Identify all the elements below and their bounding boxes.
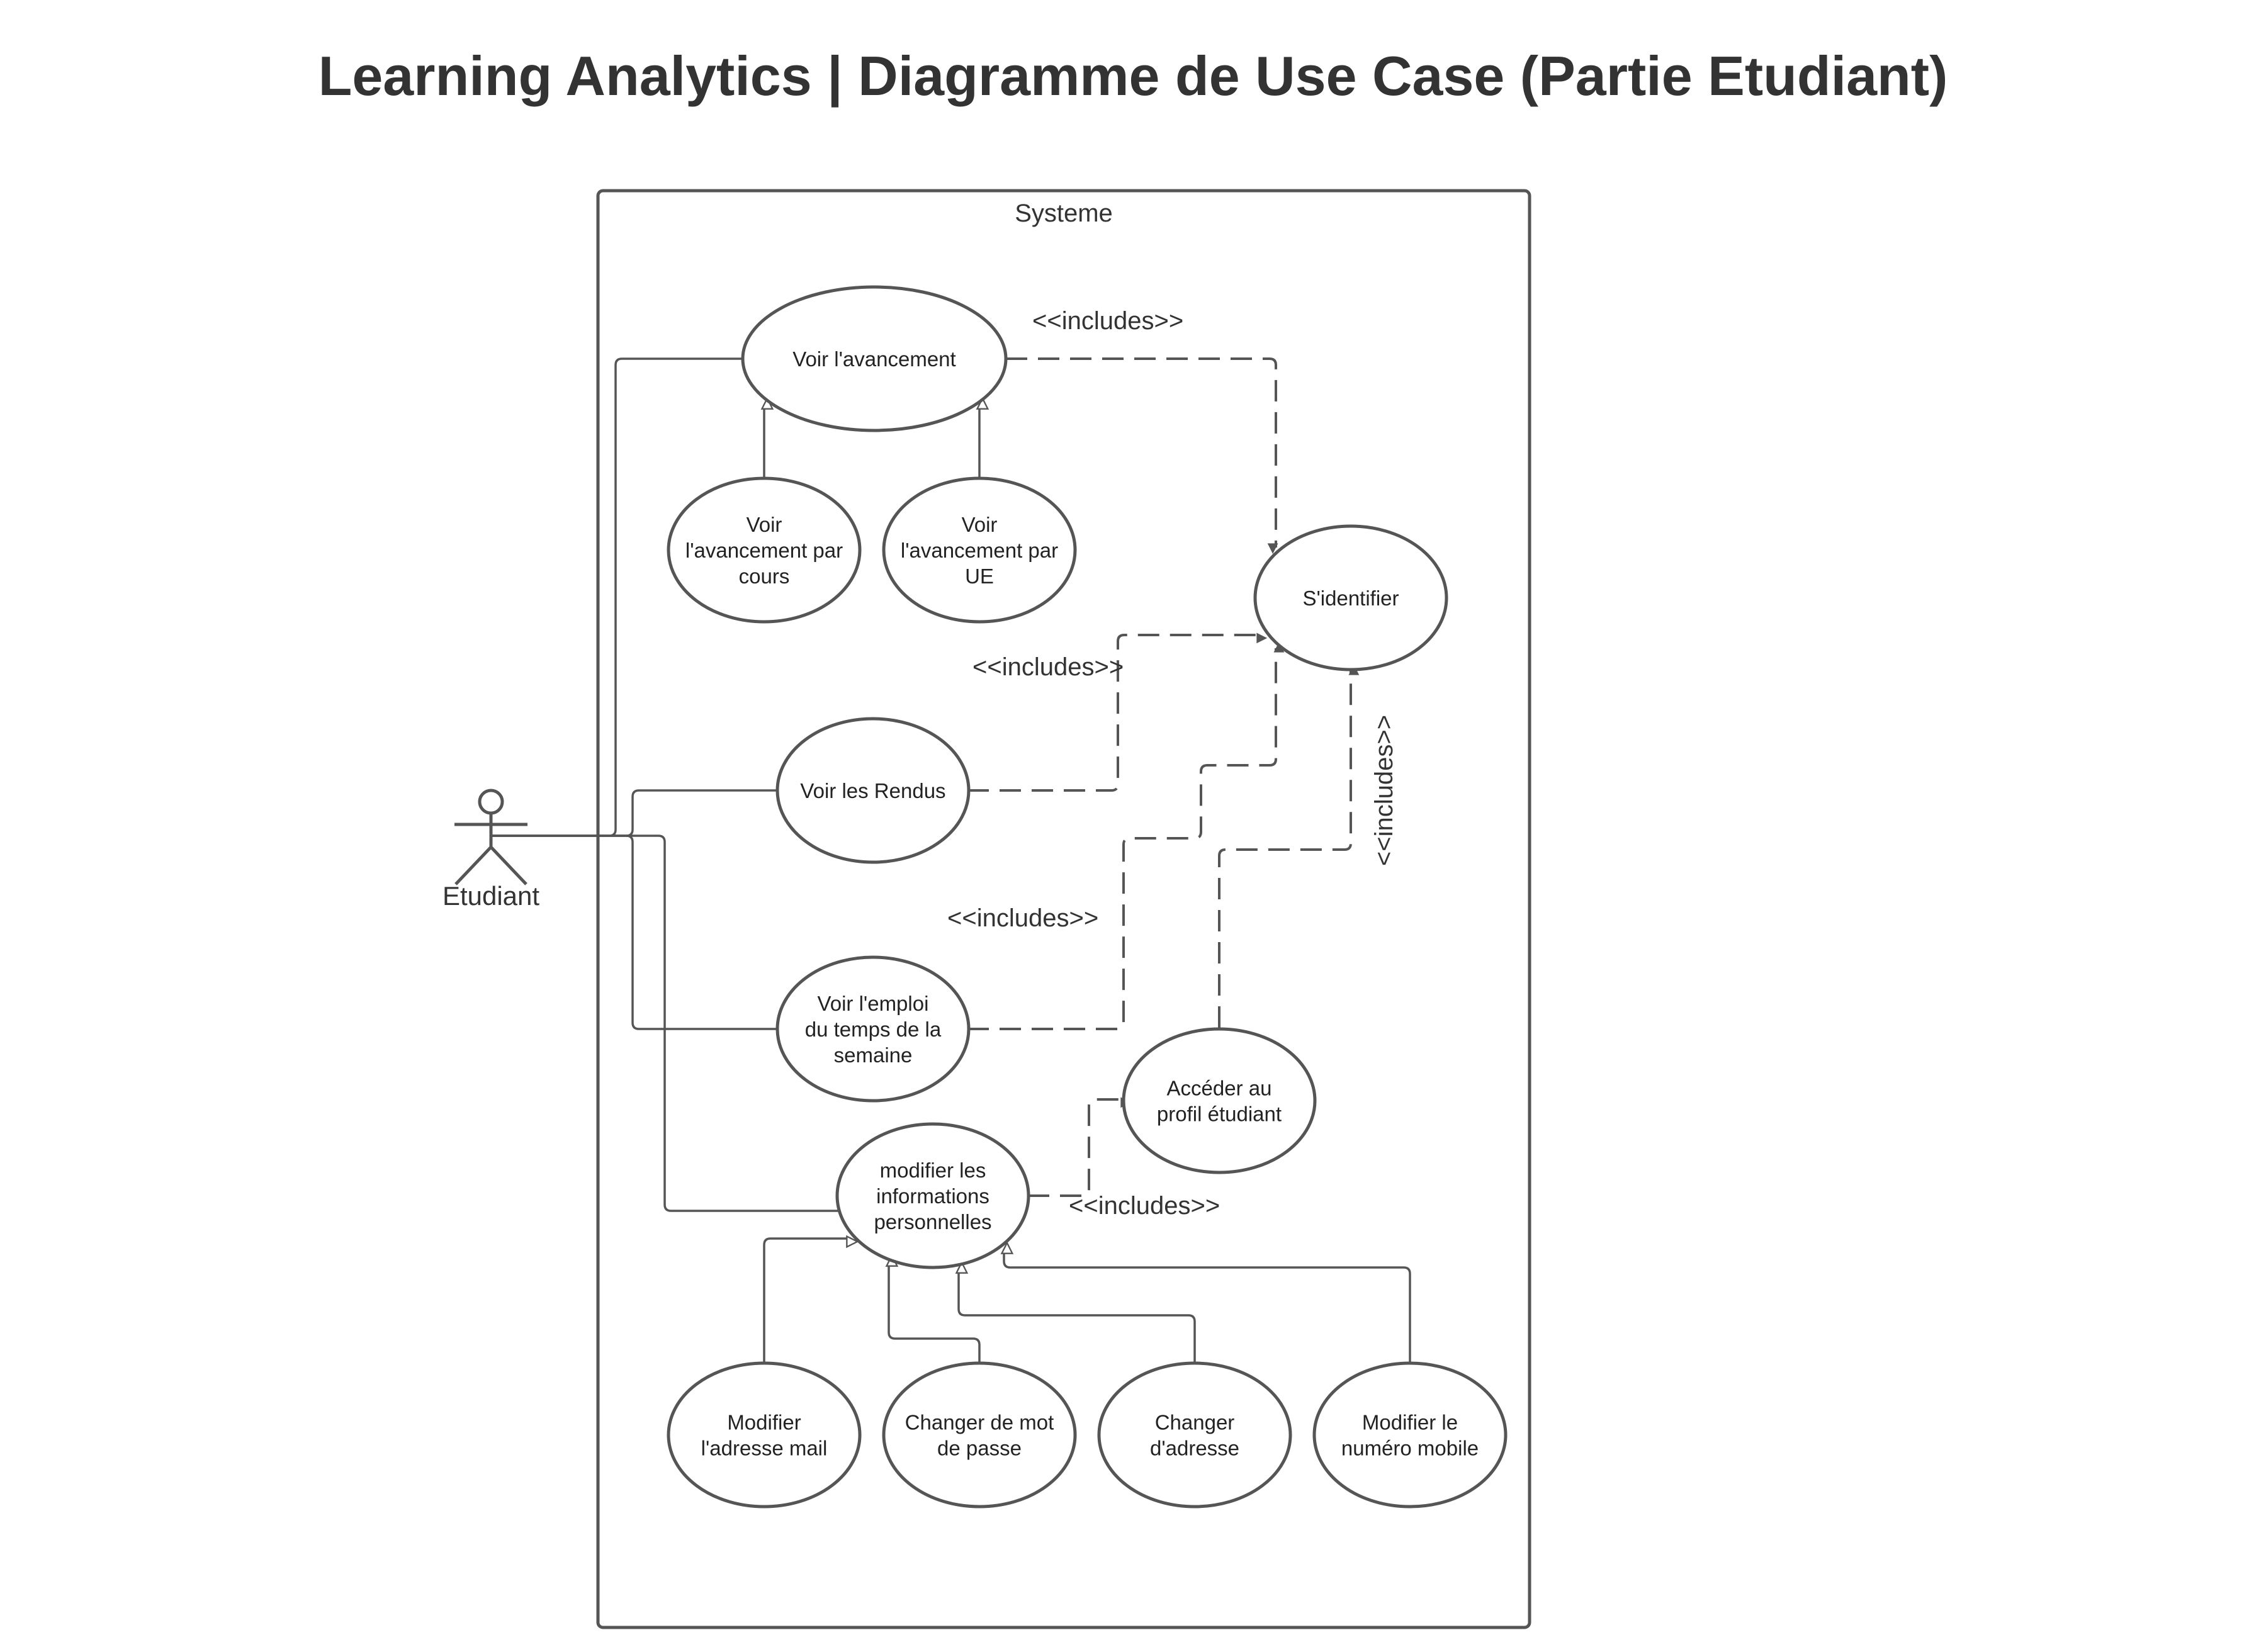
use-case-label-line: l'avancement par xyxy=(685,539,843,562)
use-case-label: Changer de mot de passe xyxy=(905,1411,1054,1460)
use-case-modifier-adresse-mail[interactable]: Modifier l'adresse mail xyxy=(667,1361,862,1509)
assoc-voir-emploi xyxy=(491,834,777,1030)
use-case-label-line: Changer xyxy=(1155,1411,1235,1434)
system-boundary xyxy=(596,189,1531,1629)
include-label-1: <<includes>> xyxy=(1032,307,1183,335)
include-voir-rendus-to-sidentifier xyxy=(967,632,1268,792)
use-case-label-line: Changer de mot xyxy=(905,1411,1054,1434)
use-case-label-line: Voir les Rendus xyxy=(800,779,945,802)
use-case-label-line: personnelles xyxy=(874,1210,991,1233)
use-case-label: S'identifier xyxy=(1302,587,1399,610)
use-case-label-line: semaine xyxy=(834,1043,913,1067)
include-label-5: <<includes>> xyxy=(1370,715,1398,866)
use-case-label-line: cours xyxy=(739,565,790,588)
use-case-label: Accéder au profil étudiant xyxy=(1157,1077,1282,1126)
include-relations xyxy=(967,357,1360,1197)
diagram-title: Learning Analytics | Diagramme de Use Ca… xyxy=(318,45,1948,107)
use-case-sidentifier[interactable]: S'identifier xyxy=(1253,524,1448,671)
use-case-label-line: informations xyxy=(876,1184,989,1208)
use-case-modifier-numero-mobile[interactable]: Modifier le numéro mobile xyxy=(1312,1361,1508,1509)
use-case-label: Voir l'avancement par cours xyxy=(685,513,843,588)
include-label-4: <<includes>> xyxy=(1069,1192,1220,1220)
use-case-voir-avancement[interactable]: Voir l'avancement xyxy=(741,285,1008,432)
assoc-modifier-infos xyxy=(491,834,838,1212)
assoc-voir-rendus xyxy=(491,789,777,837)
use-case-label-line: d'adresse xyxy=(1150,1437,1239,1460)
gen-adresse-to-modifier-infos xyxy=(955,1261,1196,1363)
actor-etudiant[interactable]: Etudiant xyxy=(442,789,539,911)
use-case-label-line: profil étudiant xyxy=(1157,1103,1282,1126)
include-voir-emploi-to-sidentifier xyxy=(967,641,1285,1030)
actor-head xyxy=(478,789,504,815)
use-case-label-line: Modifier xyxy=(727,1411,801,1434)
use-case-label-line: du temps de la xyxy=(805,1018,942,1041)
use-case-label-line: UE xyxy=(965,565,994,588)
use-case-label-line: Modifier le xyxy=(1362,1411,1458,1434)
use-case-label: Modifier le numéro mobile xyxy=(1341,1411,1479,1460)
associations xyxy=(491,357,838,1212)
actor-left-leg xyxy=(454,846,492,885)
use-case-label-line: Accéder au xyxy=(1167,1077,1272,1100)
gen-mobile-to-modifier-infos xyxy=(1000,1241,1411,1363)
include-label-2: <<includes>> xyxy=(972,653,1124,681)
use-case-label-line: numéro mobile xyxy=(1341,1437,1479,1460)
include-label-3: <<includes>> xyxy=(947,904,1098,932)
use-case-voir-avancement-par-cours[interactable]: Voir l'avancement par cours xyxy=(667,476,862,624)
use-case-acceder-profil[interactable]: Accéder au profil étudiant xyxy=(1122,1027,1317,1174)
use-case-label: Voir l'avancement xyxy=(792,347,955,371)
use-case-label: Voir les Rendus xyxy=(800,779,945,802)
use-case-label-line: Voir xyxy=(962,513,998,536)
use-case-label-line: Voir l'emploi xyxy=(818,992,929,1015)
use-case-label-line: de passe xyxy=(937,1437,1022,1460)
use-case-label-line: Voir l'avancement xyxy=(792,347,955,371)
use-case-changer-mot-de-passe[interactable]: Changer de mot de passe xyxy=(882,1361,1077,1509)
include-modifier-infos-to-acceder-profil xyxy=(1028,1097,1132,1197)
use-case-voir-rendus[interactable]: Voir les Rendus xyxy=(775,717,971,864)
generalization-relations xyxy=(760,396,1411,1363)
use-case-label-line: l'avancement par xyxy=(901,539,1058,562)
actor-label: Etudiant xyxy=(442,881,539,911)
use-case-label: Changer d'adresse xyxy=(1150,1411,1239,1460)
use-case-label: Modifier l'adresse mail xyxy=(701,1411,828,1460)
use-case-label-line: S'identifier xyxy=(1302,587,1399,610)
use-case-label-line: Voir xyxy=(747,513,782,536)
actor-right-leg xyxy=(490,846,527,885)
use-case-label-line: l'adresse mail xyxy=(701,1437,828,1460)
use-case-changer-adresse[interactable]: Changer d'adresse xyxy=(1097,1361,1292,1509)
system-boundary-label: Systeme xyxy=(1015,199,1113,227)
use-case-label-line: modifier les xyxy=(880,1159,986,1182)
include-acceder-profil-to-sidentifier xyxy=(1218,664,1360,1028)
gen-mdp-to-modifier-infos xyxy=(885,1254,981,1363)
gen-mail-to-modifier-infos xyxy=(763,1235,859,1363)
include-voir-avancement-to-sidentifier xyxy=(1006,357,1278,554)
